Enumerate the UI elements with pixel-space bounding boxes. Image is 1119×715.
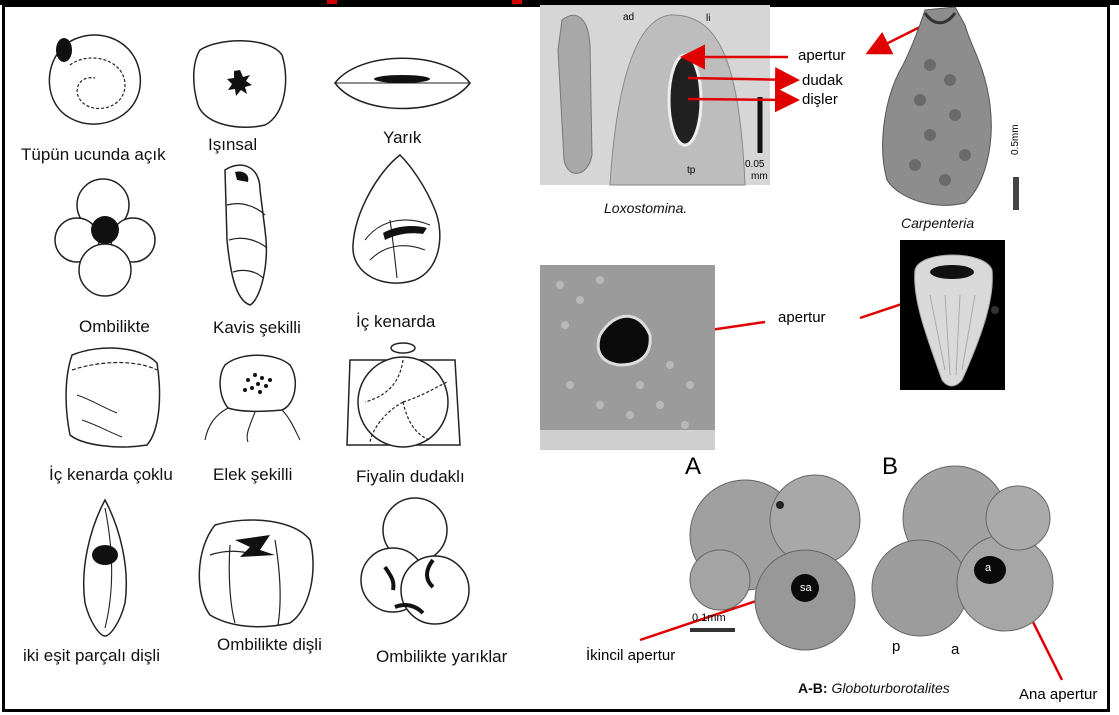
arrow-label-dudak: dudak — [802, 72, 843, 89]
drawing-inner-multiple — [62, 345, 162, 450]
specimen-black-photo — [900, 240, 1005, 390]
drawing-arc — [215, 160, 290, 310]
label-inner-margin: İç kenarda — [356, 312, 435, 332]
label-bifid-tooth: iki eşit parçalı dişli — [23, 646, 160, 666]
drawing-sieve — [200, 350, 305, 445]
label-phialine-lip: Fiyalin dudaklı — [356, 467, 465, 487]
label-li: li — [706, 13, 710, 24]
label-a: a — [951, 641, 959, 658]
label-ad: ad — [623, 12, 634, 23]
label-tube-end: Tüpün ucunda açık — [21, 145, 166, 165]
carpenteria-scale: 0.5mm — [1010, 124, 1021, 155]
label-umbilical: Ombilikte — [79, 317, 150, 337]
globoturborotalites-b-photo: a — [870, 458, 1055, 648]
loxostomina-caption: Loxostomina. — [604, 200, 687, 216]
label-main-aperture: Ana apertur — [1019, 686, 1097, 703]
drawing-inner-margin — [345, 150, 450, 290]
label-umbilical-slits: Ombilikte yarıklar — [376, 647, 507, 667]
caption-prefix: A-B: — [798, 680, 828, 696]
drawing-tube-end — [40, 20, 160, 140]
drawing-slit — [330, 45, 475, 120]
caption-name: Globoturborotalites — [831, 680, 949, 696]
label-inner-multiple: İç kenarda çoklu — [49, 465, 173, 485]
carpenteria-caption: Carpenteria — [901, 215, 974, 231]
drawing-umbilical-tooth — [190, 515, 320, 630]
drawing-umbilical-slits — [355, 495, 475, 635]
loxostomina-scale-value: 0.05 — [745, 159, 764, 170]
sem-aperture-photo — [540, 265, 715, 450]
label-secondary-aperture: İkincil apertur — [586, 647, 675, 664]
globoturborotalites-a-photo: sa 0.1mm — [680, 460, 880, 650]
loxostomina-photo: ad li tp 0.05 mm — [540, 5, 770, 185]
label-a-aperture: a — [985, 562, 991, 574]
globoturborotalites-caption: A-B: Globoturborotalites — [798, 680, 950, 696]
arrow-label-apertur: apertur — [798, 47, 846, 64]
label-slit: Yarık — [383, 128, 421, 148]
drawing-umbilical — [55, 175, 155, 300]
label-p: p — [892, 638, 900, 655]
loxostomina-scale-unit: mm — [751, 171, 768, 182]
sem-arrow-label: apertur — [778, 309, 826, 326]
drawing-phialine-lip — [335, 340, 465, 460]
label-umbilical-tooth: Ombilikte dişli — [217, 635, 322, 655]
label-arc: Kavis şekilli — [213, 318, 301, 338]
drawing-bifid-tooth — [75, 498, 135, 638]
label-tp: tp — [687, 165, 695, 176]
label-sieve: Elek şekilli — [213, 465, 292, 485]
carpenteria-photo: 0.5mm — [875, 5, 1010, 210]
label-radial: Işınsal — [208, 135, 257, 155]
arrow-label-disler: dişler — [802, 91, 838, 108]
drawing-radial — [190, 35, 290, 130]
label-sa: sa — [800, 582, 812, 594]
globoturborotalites-scale: 0.1mm — [692, 612, 726, 624]
